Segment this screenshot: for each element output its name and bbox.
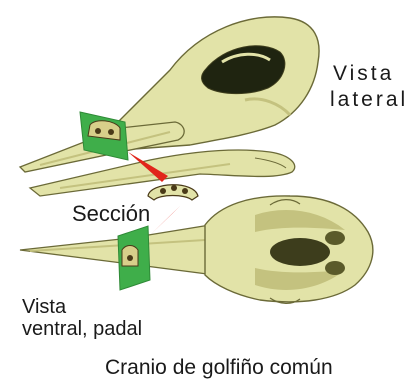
lateral-view-label-line1: Vista xyxy=(333,63,394,84)
lateral-view-label-line2: lateral xyxy=(330,89,408,110)
section-label: Sección xyxy=(72,203,150,225)
skull-lateral-view xyxy=(20,17,319,196)
ventral-view-label-line2: ventral, padal xyxy=(22,319,142,339)
figure-caption: Cranio de golfiño común xyxy=(105,357,333,378)
ventral-view-label-line1: Vista xyxy=(22,297,66,317)
